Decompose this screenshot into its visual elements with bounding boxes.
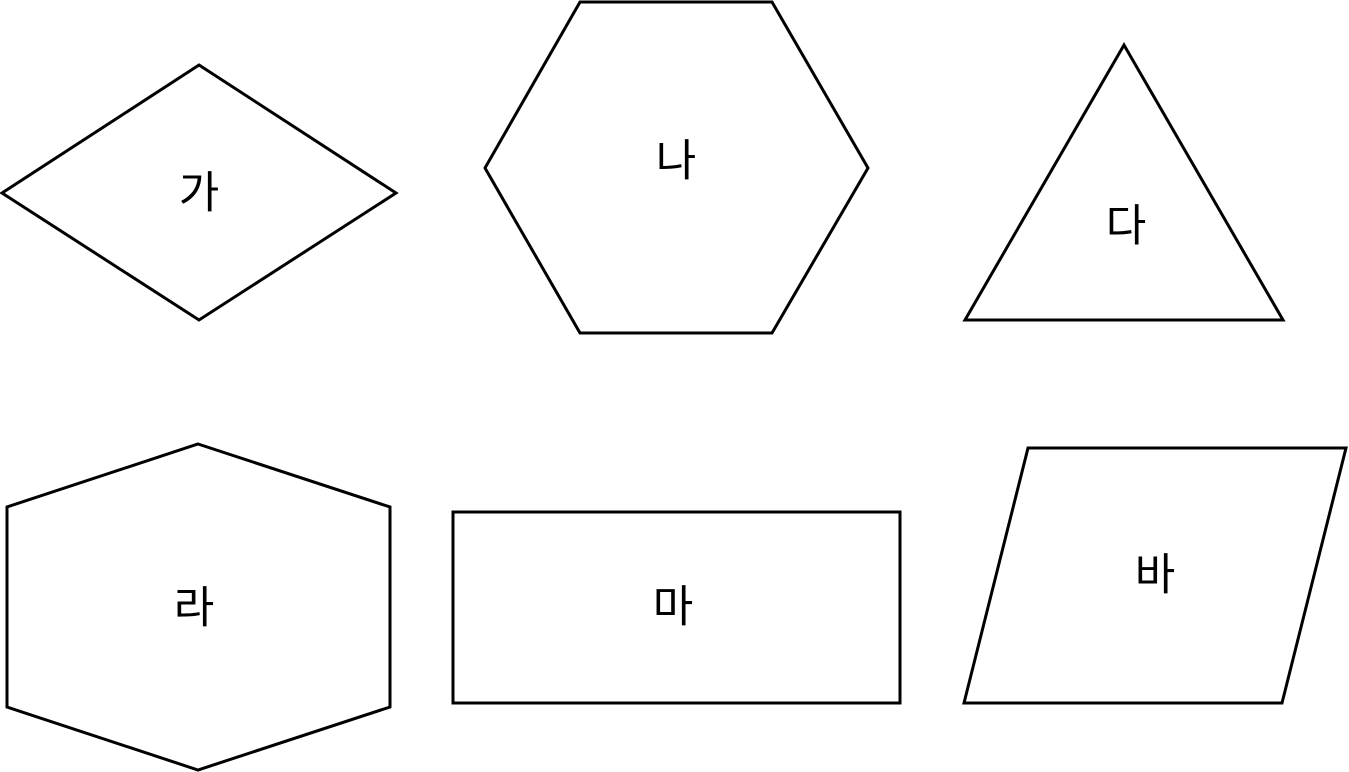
shape-ba: 바 (962, 446, 1348, 705)
shape-label-ba: 바 (1135, 550, 1175, 601)
shape-label-da: 다 (1106, 201, 1146, 252)
rectangle-shape (451, 510, 902, 705)
hexagon-shape (483, 0, 870, 335)
shape-na: 나 (483, 0, 870, 335)
shape-ga: 가 (0, 63, 399, 322)
shape-ra: 라 (5, 442, 392, 772)
shape-da: 다 (962, 42, 1286, 322)
shape-label-ga: 가 (179, 168, 219, 219)
shape-label-ma: 마 (653, 582, 693, 633)
triangle-shape (962, 42, 1286, 322)
shape-label-na: 나 (656, 136, 696, 187)
parallelogram-shape (962, 446, 1348, 705)
rhombus-shape (0, 63, 399, 322)
shape-ma: 마 (451, 510, 902, 705)
shape-label-ra: 라 (174, 583, 214, 634)
irregular-hexagon-shape (5, 442, 392, 772)
